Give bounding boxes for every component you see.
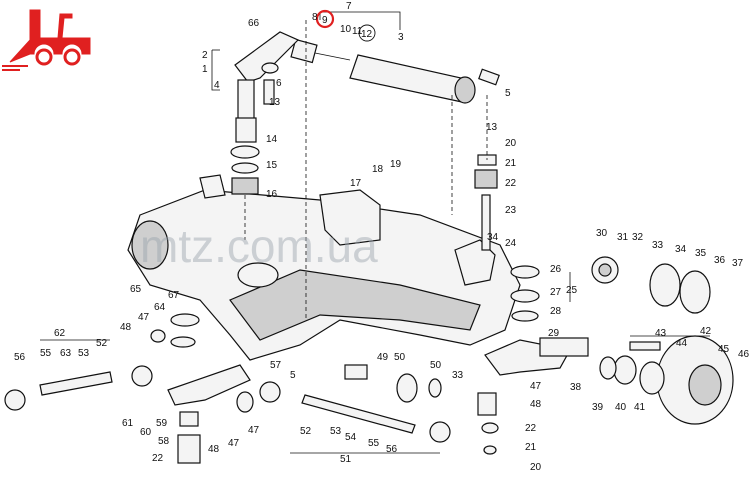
callout-label[interactable]: 24 bbox=[505, 238, 517, 249]
brand-logo[interactable] bbox=[2, 9, 91, 71]
callout-label[interactable]: 48 bbox=[120, 322, 132, 333]
callout-label[interactable]: 63 bbox=[60, 348, 72, 359]
callout-label[interactable]: 55 bbox=[368, 438, 380, 449]
callout-label[interactable]: 2 bbox=[202, 50, 208, 61]
callout-label[interactable]: 60 bbox=[140, 427, 152, 438]
highlight-ring bbox=[315, 9, 335, 29]
callout-label[interactable]: 21 bbox=[525, 442, 537, 453]
callout-label[interactable]: 59 bbox=[156, 418, 168, 429]
callout-label[interactable]: 5 bbox=[505, 88, 511, 99]
callout-label[interactable]: 35 bbox=[695, 248, 707, 259]
callout-12-circle bbox=[358, 24, 376, 42]
hydraulic-cylinder bbox=[290, 38, 476, 104]
callout-label[interactable]: 50 bbox=[394, 352, 406, 363]
callout-label[interactable]: 52 bbox=[96, 338, 108, 349]
callout-label[interactable]: 33 bbox=[652, 240, 664, 251]
callout-label[interactable]: 53 bbox=[330, 426, 342, 437]
callout-label[interactable]: 41 bbox=[634, 402, 646, 413]
callout-label[interactable]: 48 bbox=[530, 399, 542, 410]
callout-label[interactable]: 32 bbox=[632, 232, 644, 243]
callout-label[interactable]: 22 bbox=[152, 453, 164, 464]
callout-label[interactable]: 34 bbox=[675, 244, 687, 255]
callout-label[interactable]: 18 bbox=[372, 164, 384, 175]
callout-label[interactable]: 54 bbox=[345, 432, 357, 443]
callout-label[interactable]: 47 bbox=[228, 438, 240, 449]
callout-label[interactable]: 53 bbox=[78, 348, 90, 359]
callout-label[interactable]: 33 bbox=[452, 370, 464, 381]
leader-lines bbox=[40, 11, 710, 454]
callout-label[interactable]: 67 bbox=[168, 290, 180, 301]
callout-label[interactable]: 27 bbox=[550, 287, 562, 298]
callout-label[interactable]: 8 bbox=[312, 12, 318, 23]
callout-label[interactable]: 51 bbox=[340, 454, 352, 465]
callout-label[interactable]: 55 bbox=[40, 348, 52, 359]
axle-beam bbox=[127, 174, 521, 361]
callout-label[interactable]: 40 bbox=[615, 402, 627, 413]
callout-label[interactable]: 22 bbox=[525, 423, 537, 434]
callout-label[interactable]: 50 bbox=[430, 360, 442, 371]
callout-label[interactable]: 21 bbox=[505, 158, 517, 169]
callout-label[interactable]: 26 bbox=[550, 264, 562, 275]
callout-label[interactable]: 34 bbox=[487, 232, 499, 243]
callout-label[interactable]: 25 bbox=[566, 285, 578, 296]
callout-label[interactable]: 12 bbox=[361, 29, 373, 40]
tie-rod-assembly bbox=[4, 313, 451, 464]
steering-arm-left bbox=[230, 31, 300, 195]
callout-label[interactable]: 11 bbox=[352, 26, 363, 37]
callout-label[interactable]: 56 bbox=[386, 444, 398, 455]
callout-label[interactable]: 66 bbox=[248, 18, 260, 29]
callout-label[interactable]: 58 bbox=[158, 436, 170, 447]
callout-label[interactable]: 56 bbox=[14, 352, 26, 363]
callout-label[interactable]: 43 bbox=[655, 328, 667, 339]
callout-label[interactable]: 22 bbox=[505, 178, 517, 189]
callout-label[interactable]: 52 bbox=[300, 426, 312, 437]
callout-label[interactable]: 14 bbox=[266, 134, 278, 145]
callout-label[interactable]: 30 bbox=[596, 228, 608, 239]
callout-label[interactable]: 47 bbox=[530, 381, 542, 392]
callout-label[interactable]: 45 bbox=[718, 344, 730, 355]
callout-label[interactable]: 6 bbox=[276, 78, 282, 89]
callout-label[interactable]: 29 bbox=[548, 328, 560, 339]
callout-label[interactable]: 7 bbox=[346, 1, 352, 12]
callout-label[interactable]: 19 bbox=[390, 159, 402, 170]
callout-label[interactable]: 47 bbox=[138, 312, 150, 323]
callout-label[interactable]: 13 bbox=[486, 122, 498, 133]
callout-label[interactable]: 36 bbox=[714, 255, 726, 266]
callout-labels: 1 2 3 4 5 6 7 8 9 10 11 12 13 13 14 15 1… bbox=[14, 1, 750, 473]
callout-label[interactable]: 20 bbox=[530, 462, 542, 473]
callout-label[interactable]: 64 bbox=[154, 302, 166, 313]
callout-label[interactable]: 39 bbox=[592, 402, 604, 413]
callout-label[interactable]: 20 bbox=[505, 138, 517, 149]
callout-label[interactable]: 42 bbox=[700, 326, 712, 337]
wheel-hub-right bbox=[591, 256, 734, 425]
callout-label[interactable]: 46 bbox=[738, 349, 750, 360]
callout-label[interactable]: 1 bbox=[202, 64, 208, 75]
callout-label[interactable]: 3 bbox=[398, 32, 404, 43]
callout-label[interactable]: 31 bbox=[617, 232, 629, 243]
callout-label[interactable]: 13 bbox=[269, 97, 281, 108]
callout-label[interactable]: 16 bbox=[266, 189, 278, 200]
callout-label[interactable]: 15 bbox=[266, 160, 278, 171]
callout-label[interactable]: 38 bbox=[570, 382, 582, 393]
watermark-text: mtz.com.ua bbox=[140, 220, 378, 272]
callout-label[interactable]: 28 bbox=[550, 306, 562, 317]
callout-label[interactable]: 47 bbox=[248, 425, 260, 436]
callout-label[interactable]: 44 bbox=[676, 338, 688, 349]
right-kingpin-stack bbox=[474, 68, 589, 455]
callout-label[interactable]: 5 bbox=[290, 370, 296, 381]
callout-label[interactable]: 49 bbox=[377, 352, 389, 363]
callout-label[interactable]: 57 bbox=[270, 360, 282, 371]
callout-label[interactable]: 37 bbox=[732, 258, 744, 269]
callout-label[interactable]: 65 bbox=[130, 284, 142, 295]
callout-label[interactable]: 61 bbox=[122, 418, 134, 429]
callout-label[interactable]: 48 bbox=[208, 444, 220, 455]
callout-label[interactable]: 23 bbox=[505, 205, 517, 216]
callout-label[interactable]: 62 bbox=[54, 328, 66, 339]
callout-label[interactable]: 9 bbox=[322, 15, 328, 26]
callout-label[interactable]: 4 bbox=[214, 80, 220, 91]
callout-label[interactable]: 10 bbox=[340, 24, 352, 35]
callout-label[interactable]: 17 bbox=[350, 178, 362, 189]
